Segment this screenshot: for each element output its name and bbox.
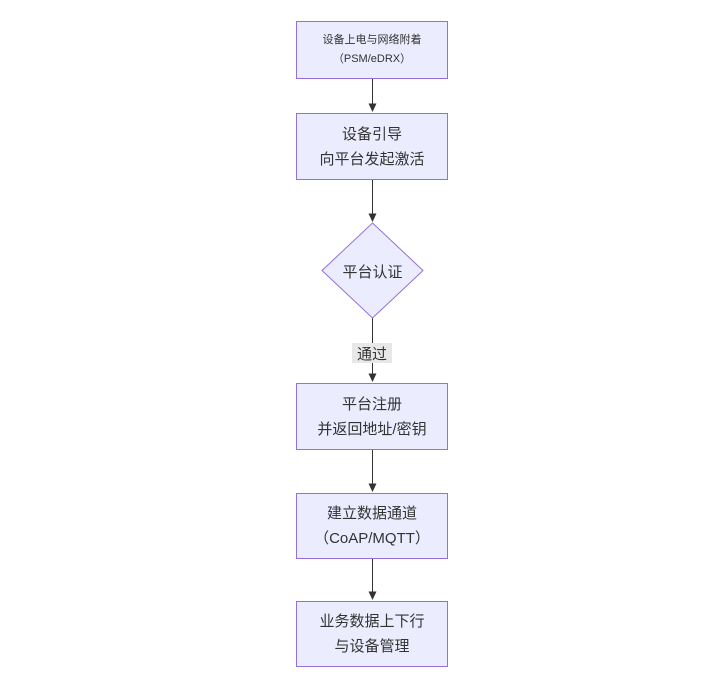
edge-channel-to-service: [368, 559, 377, 600]
arrowhead-icon: [368, 103, 377, 112]
edge-boot-to-auth: [368, 180, 377, 222]
node-power-attach: 设备上电与网络附着 （PSM/eDRX）: [296, 21, 448, 79]
node-label-line: 平台注册: [341, 395, 402, 413]
node-label-line: （PSM/eDRX）: [332, 53, 412, 65]
edge-label-pass: 通过: [352, 343, 392, 363]
node-label-line: 设备引导: [341, 125, 402, 143]
node-data-channel: 建立数据通道 （CoAP/MQTT）: [296, 493, 448, 559]
node-label-line: 业务数据上下行: [319, 613, 425, 630]
node-auth-label: 平台认证: [342, 263, 403, 281]
node-label-line: 建立数据通道: [326, 505, 417, 522]
node-label-line: 向平台发起激活: [319, 150, 425, 168]
node-platform-register: 平台注册 并返回地址/密钥: [296, 383, 448, 450]
node-device-bootstrap: 设备引导 向平台发起激活: [296, 113, 448, 180]
node-label-line: （CoAP/MQTT）: [314, 530, 430, 547]
node-label-line: 并返回地址/密钥: [317, 420, 427, 438]
edge-register-to-channel: [368, 450, 377, 492]
arrowhead-icon: [368, 483, 377, 492]
node-auth-diamond-shape: [321, 222, 424, 319]
node-business-service: 业务数据上下行 与设备管理: [296, 601, 448, 667]
arrowhead-icon: [368, 591, 377, 600]
node-label-line: 设备上电与网络附着: [322, 34, 422, 46]
arrowhead-icon: [368, 373, 377, 382]
arrowhead-icon: [368, 213, 377, 222]
node-label-line: 与设备管理: [334, 638, 410, 655]
edge-power-to-boot: [368, 79, 377, 112]
